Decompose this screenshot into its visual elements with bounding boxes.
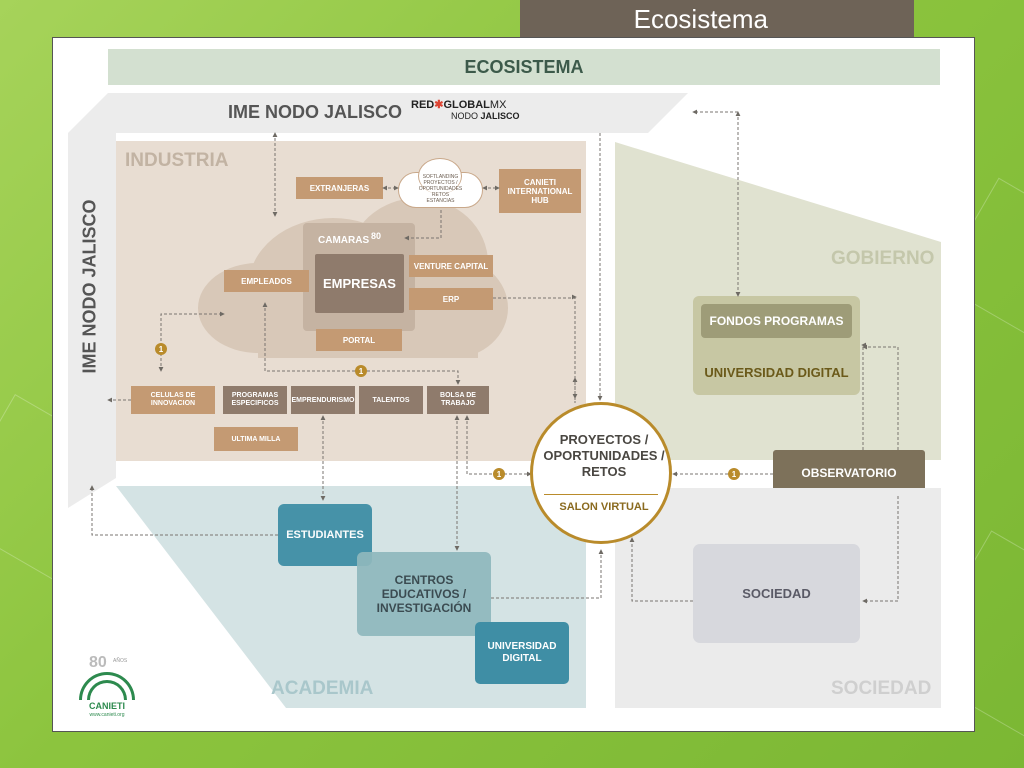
celulas-innovacion-box: CELULAS DE INNOVACION — [131, 386, 215, 414]
cloud-proyectos: PROYECTOS / OPORTUNIDADES — [418, 180, 463, 192]
academia-label: ACADEMIA — [271, 678, 374, 699]
centros-line1: CENTROS — [394, 573, 454, 587]
ime-side-band — [68, 133, 116, 508]
center-divider — [544, 494, 658, 495]
talentos-box: TALENTOS — [359, 386, 423, 414]
camaras-80-anos-icon: 80 — [371, 231, 382, 241]
badge-1: 1 — [355, 365, 367, 377]
industria-label: INDUSTRIA — [125, 150, 229, 171]
universidad-digital-academia: UNIVERSIDAD DIGITAL — [475, 622, 569, 684]
canieti-logo: 80 AÑOS CANIETI www.canieti.org — [71, 654, 143, 722]
sociedad-label: SOCIEDAD — [831, 678, 932, 699]
cloud-estancias: ESTANCIAS — [426, 198, 455, 204]
empleados-box: EMPLEADOS — [224, 270, 309, 292]
fondos-programas-box: FONDOS PROGRAMAS — [701, 304, 852, 338]
canieti-anos: AÑOS — [113, 658, 128, 664]
ime-top-band — [68, 93, 688, 133]
red-global-global: GLOBAL — [443, 99, 490, 111]
canieti-name: CANIETI — [89, 701, 125, 711]
ecosistema-banner: ECOSISTEMA — [108, 49, 940, 85]
ultima-milla-box: ULTIMA MILLA — [214, 427, 298, 451]
estudiantes-box: ESTUDIANTES — [278, 504, 372, 566]
universidad-line1: UNIVERSIDAD — [487, 641, 557, 652]
badge-1: 1 — [493, 468, 505, 480]
universidad-line2: DIGITAL — [502, 653, 542, 664]
centros-line3: INVESTIGACIÓN — [376, 601, 472, 615]
ime-top-label: IME NODO JALISCO — [228, 102, 403, 122]
proyectos-text: PROYECTOS / OPORTUNIDADES / RETOS — [530, 432, 678, 480]
canieti-years: 80 — [89, 654, 107, 671]
camaras-label: CAMARAS — [318, 235, 370, 246]
canieti-url: www.canieti.org — [89, 712, 125, 718]
red-global-logo: RED✱GLOBALMX NODO JALISCO — [411, 99, 531, 125]
cloud-retos: RETOS — [431, 192, 450, 198]
red-global-jalisco: JALISCO — [480, 111, 520, 121]
extranjeras-box: EXTRANJERAS — [296, 177, 383, 199]
center-line3: RETOS — [581, 464, 627, 479]
connector-lines — [89, 109, 899, 604]
ecosystem-slide: ECOSISTEMA IME NODO JALISCO RED✱GLOBALMX… — [52, 37, 975, 732]
centros-line2: EDUCATIVOS / — [381, 587, 467, 601]
center-line2: OPORTUNIDADES / — [543, 448, 665, 463]
proyectos-circle — [530, 402, 672, 544]
badge-1: 1 — [728, 468, 740, 480]
bolsa-trabajo-box: BOLSA DE TRABAJO — [427, 386, 489, 414]
slide-title: Ecosistema — [520, 0, 914, 38]
red-global-mx: MX — [489, 99, 507, 111]
badge-1: 1 — [155, 343, 167, 355]
star-icon: ✱ — [434, 99, 444, 111]
programas-especificos-box: PROGRAMAS ESPECIFICOS — [223, 386, 287, 414]
emprendurismo-box: EMPRENDURISMO — [291, 386, 355, 414]
universidad-digital-gobierno: UNIVERSIDAD DIGITAL — [704, 364, 849, 380]
red-global-nodo: NODO — [451, 111, 478, 121]
salon-virtual-label: SALON VIRTUAL — [559, 501, 649, 513]
venture-capital-box: VENTURE CAPITAL — [409, 255, 493, 277]
cloud-softlanding: SOFTLANDING — [422, 174, 459, 180]
softlanding-cloud: SOFTLANDING PROYECTOS / OPORTUNIDADES RE… — [398, 158, 483, 210]
sociedad-box: SOCIEDAD — [693, 544, 860, 643]
center-line1: PROYECTOS / — [559, 432, 649, 447]
canieti-hub-box: CANIETI INTERNATIONAL HUB — [499, 169, 581, 213]
red-global-red: RED — [411, 99, 435, 111]
centros-educativos-box: CENTROS EDUCATIVOS / INVESTIGACIÓN — [357, 552, 491, 636]
gobierno-label: GOBIERNO — [831, 248, 935, 269]
